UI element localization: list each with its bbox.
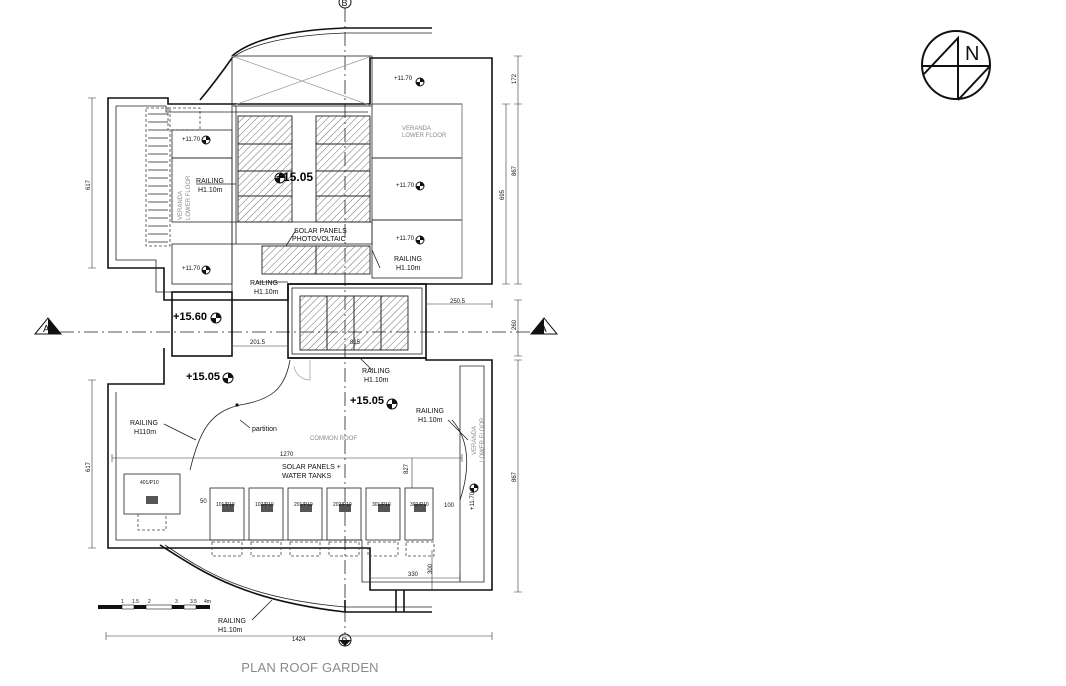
railing-right-low-2: H1.10m bbox=[418, 417, 443, 424]
svg-text:A: A bbox=[43, 324, 50, 335]
dim-100: 100 bbox=[444, 503, 455, 509]
tank-label-2: 102/P10 bbox=[255, 502, 274, 508]
section-mark-b-bottom: B bbox=[338, 633, 352, 647]
dim-right-top: 172 bbox=[512, 73, 518, 84]
tank-label-5: 301/P10 bbox=[372, 502, 391, 508]
railing-right-top-1: RAILING bbox=[394, 256, 422, 263]
veranda-right-label-2: LOWER FLOOR bbox=[480, 417, 486, 462]
svg-text:N: N bbox=[965, 43, 979, 65]
dim-201: 201.5 bbox=[250, 340, 266, 346]
tank-label-6: 302/P10 bbox=[410, 502, 429, 508]
solar-top-label-1: SOLAR PANELS bbox=[294, 228, 347, 235]
upper-block-outline bbox=[107, 57, 493, 301]
svg-text:1: 1 bbox=[121, 599, 124, 605]
level-center-main: +15.05 bbox=[276, 170, 313, 184]
drawing-title: PLAN ROOF GARDEN bbox=[241, 660, 379, 675]
solar-panels-upper bbox=[237, 115, 371, 275]
railing-center-low-2: H1.10m bbox=[364, 377, 389, 384]
tank-label-left: 401/P10 bbox=[140, 480, 159, 486]
level-small-right-3: +11.70 bbox=[396, 236, 415, 242]
tank-label-3: 201/P10 bbox=[294, 502, 313, 508]
svg-text:2: 2 bbox=[148, 599, 151, 605]
solar-bottom-label-1: SOLAR PANELS + bbox=[282, 464, 341, 471]
level-left-mid: +15.60 bbox=[173, 311, 207, 323]
veranda-top-label-1: VERANDA bbox=[402, 126, 431, 132]
scale-bar: 1 1.5 2 3 3.5 4m bbox=[98, 599, 211, 610]
level-lower-mid: +15.05 bbox=[350, 395, 384, 407]
railing-center-low-1: RAILING bbox=[362, 368, 390, 375]
room-left-top bbox=[171, 129, 233, 159]
dim-right-upper-b: 695 bbox=[500, 189, 506, 200]
dim-right-mid: 260 bbox=[512, 319, 518, 330]
dim-50: 50 bbox=[200, 499, 207, 505]
room-level-1560 bbox=[171, 291, 233, 357]
stair bbox=[145, 107, 201, 247]
solar-top-label-2: PHOTOVOLTAIC bbox=[292, 236, 346, 243]
top-cantilever-slab bbox=[231, 27, 432, 57]
level-small-right-2: +11.70 bbox=[396, 183, 415, 189]
solar-bottom-label-2: WATER TANKS bbox=[282, 473, 331, 480]
svg-text:3.5: 3.5 bbox=[190, 599, 197, 605]
level-small-left-2: +11.70 bbox=[182, 266, 201, 272]
railing-right-low-1: RAILING bbox=[416, 408, 444, 415]
north-arrow-icon: N bbox=[921, 30, 991, 101]
water-tanks bbox=[123, 473, 435, 557]
tank-label-4: 202/P10 bbox=[333, 502, 352, 508]
level-small-left-1: +11.70 bbox=[182, 137, 201, 143]
dim-right-lower: 867 bbox=[512, 471, 518, 482]
common-roof-label: COMMON ROOF bbox=[310, 436, 357, 442]
level-small-top-right: +11.70 bbox=[394, 76, 413, 82]
railing-bottom-1: RAILING bbox=[218, 618, 246, 625]
svg-text:B: B bbox=[342, 636, 348, 646]
dim-1270: 1270 bbox=[280, 452, 294, 458]
bottom-cantilever-slab bbox=[159, 544, 432, 613]
dim-815: 815 bbox=[350, 340, 361, 346]
level-marker-symbols bbox=[201, 77, 479, 493]
railing-lower-left-2: H110m bbox=[134, 429, 156, 436]
railing-center-left-1: RAILING bbox=[250, 280, 278, 287]
svg-text:B: B bbox=[342, 0, 348, 8]
dim-330: 330 bbox=[408, 572, 419, 578]
section-mark-b-top: B bbox=[338, 0, 352, 9]
dim-right-upper-a: 867 bbox=[512, 165, 518, 176]
veranda-top-label-2: LOWER FLOOR bbox=[402, 133, 447, 139]
svg-text:A: A bbox=[540, 324, 547, 335]
level-small-lower-right: +11.70 bbox=[470, 491, 476, 510]
railing-bottom-2: H1.10m bbox=[218, 627, 243, 634]
dim-1424: 1424 bbox=[292, 637, 306, 643]
partition-label: partition bbox=[252, 426, 277, 433]
railing-left-top-2: H1.10m bbox=[198, 187, 223, 194]
dim-left-lower: 617 bbox=[86, 461, 92, 472]
partition-line bbox=[189, 359, 291, 471]
solar-panels-core bbox=[299, 295, 409, 351]
veranda-right-label-1: VERANDA bbox=[472, 426, 478, 455]
tank-label-1: 101/P10 bbox=[216, 502, 235, 508]
svg-text:3: 3 bbox=[175, 599, 178, 605]
svg-text:4m: 4m bbox=[204, 599, 211, 605]
dim-827: 827 bbox=[404, 463, 410, 474]
section-mark-a-right: A bbox=[529, 317, 559, 335]
svg-text:1.5: 1.5 bbox=[132, 599, 139, 605]
railing-left-top-1: RAILING bbox=[196, 178, 224, 185]
dim-300: 300 bbox=[428, 563, 434, 574]
veranda-left-label-2: LOWER FLOOR bbox=[186, 175, 192, 220]
lower-block-outline bbox=[107, 348, 493, 591]
veranda-left-label-1: VERANDA bbox=[178, 191, 184, 220]
dimension-lines bbox=[88, 55, 522, 640]
dim-left-upper: 617 bbox=[86, 179, 92, 190]
level-lower-left: +15.05 bbox=[186, 371, 220, 383]
section-mark-a-left: A bbox=[33, 317, 63, 335]
dim-250: 250.5 bbox=[450, 299, 466, 305]
room-left-low bbox=[171, 243, 233, 285]
railing-right-top-2: H1.10m bbox=[396, 265, 421, 272]
railing-lower-left-1: RAILING bbox=[130, 420, 158, 427]
railing-center-left-2: H1.10m bbox=[254, 289, 279, 296]
